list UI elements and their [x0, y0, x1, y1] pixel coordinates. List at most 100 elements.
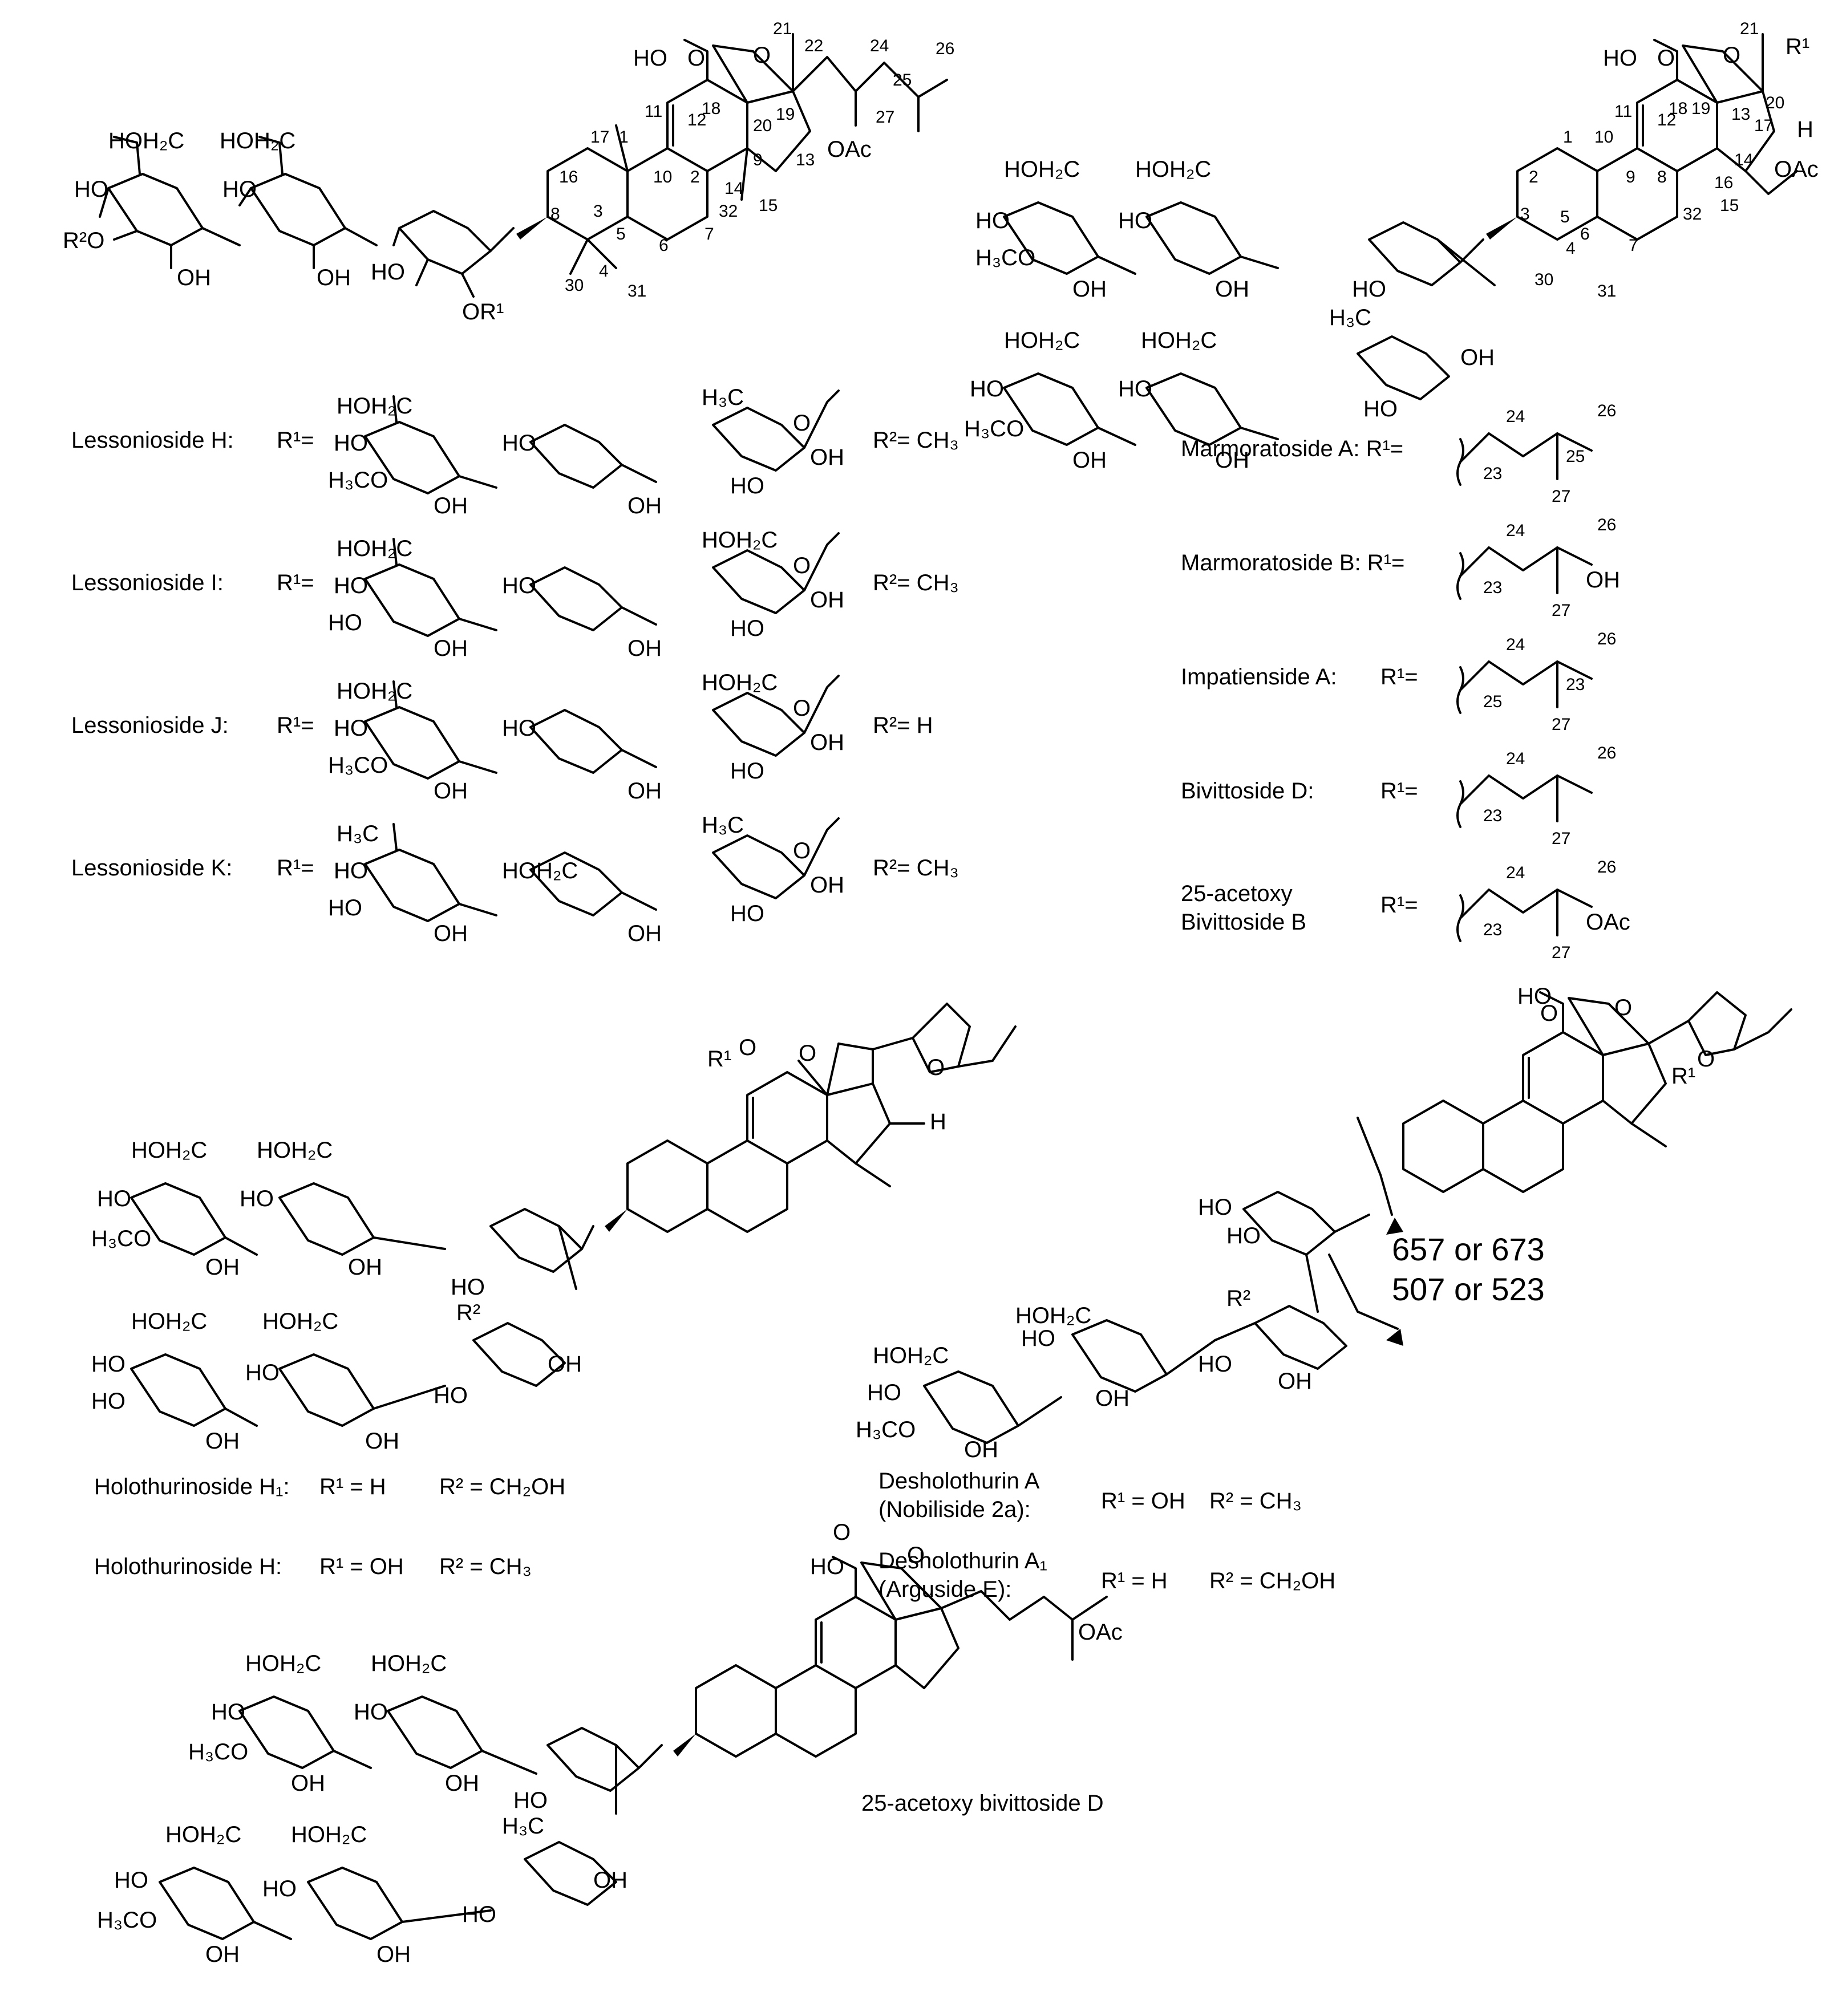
ho-label: HO	[1517, 984, 1552, 1009]
hoh2c-label: HOH₂C	[108, 128, 184, 153]
ho-label: HO	[975, 208, 1010, 233]
bond	[458, 618, 497, 631]
atom-number: 23	[1566, 675, 1585, 694]
atom-number: 32	[1683, 205, 1702, 224]
oac-label: OAc	[1078, 1620, 1123, 1645]
o-label: O	[1540, 1001, 1558, 1026]
bond	[364, 849, 460, 922]
substituent-label: HOH₂C	[702, 528, 778, 553]
atom-number: 2	[1529, 168, 1539, 186]
atom-number: 26	[1597, 858, 1616, 877]
atom-number: 24	[1506, 521, 1525, 540]
h3c-label: H₃C	[1329, 305, 1371, 330]
atom-number: 27	[876, 108, 894, 127]
o-label: O	[687, 46, 705, 71]
substituent-label: HO	[502, 431, 536, 456]
atom-number: 22	[804, 36, 823, 55]
ho-label: HO	[730, 901, 764, 926]
atom-number: 8	[550, 205, 560, 224]
oh-label: OH	[964, 1437, 998, 1462]
structure-top-left: HO O O OAc HOH₂C HOH₂C HO HO R²O OH OH H…	[63, 19, 954, 324]
substituent-label: HOH₂C	[337, 679, 412, 704]
atom-number: 14	[724, 179, 743, 198]
ho-label: HO	[354, 1699, 388, 1725]
r2-label: R²= CH₃	[873, 428, 959, 453]
oh-label: OH	[1215, 277, 1249, 302]
ho-label: HO	[245, 1360, 280, 1385]
r1-value: R¹ = H	[319, 1474, 386, 1499]
atom-number: 18	[1669, 99, 1687, 118]
compound-name: Holothurinoside H:	[94, 1554, 282, 1579]
compound-name: Desholothurin A₁	[878, 1548, 1047, 1573]
ho-label: HO	[1198, 1195, 1232, 1220]
hoh2c-label: HOH₂C	[1004, 328, 1080, 353]
oh-label: OH	[291, 1771, 325, 1796]
lessonioside-row: Lessonioside J:R¹=HOH₂CHOH₃COOHHOOHHOH₂C…	[71, 670, 933, 804]
oh-label: OH	[810, 445, 844, 470]
oh-label: OH	[627, 778, 662, 804]
atom-number: 27	[1552, 487, 1570, 506]
atom-number: 7	[705, 225, 714, 244]
o-label: O	[793, 838, 811, 863]
bond	[1459, 432, 1593, 463]
atom-number: 13	[796, 151, 815, 169]
oh-label: OH	[627, 921, 662, 946]
h-label: H	[930, 1109, 946, 1134]
substituent-label: H₃C	[702, 385, 744, 410]
substituent-label: H₃CO	[328, 753, 388, 778]
atom-number: 15	[1720, 196, 1739, 215]
substituent-label: HO	[328, 895, 362, 920]
lessonioside-list: Lessonioside H:R¹=HOH₂CHOH₃COOHHOOHH₃CHO…	[71, 385, 959, 946]
compound-name: Lessonioside J:	[71, 713, 229, 738]
bond	[803, 817, 840, 877]
atom-number: 4	[599, 262, 609, 281]
substituent-label: H₃CO	[328, 468, 388, 493]
bond	[712, 407, 805, 472]
substituent-label: HOH₂C	[702, 670, 778, 695]
bond	[529, 424, 623, 489]
substituent-label: HO	[328, 610, 362, 635]
lessonioside-row: Lessonioside I:R¹=HOH₂CHOHOOHHOOHHOH₂CHO…	[71, 528, 959, 661]
oh-label: OH	[1278, 1369, 1312, 1394]
atom-number: 24	[1506, 863, 1525, 882]
atom-number: 17	[590, 128, 609, 147]
structure-holothurinoside: R¹ O O O H HOH₂C HOH₂C HO HO H₃CO OH OH …	[91, 1003, 1017, 1454]
ho-label: HO	[1363, 396, 1398, 421]
r1-label: R¹=	[277, 855, 314, 881]
atom-number: 18	[702, 99, 720, 118]
bond	[458, 903, 497, 916]
compound-name: 25-acetoxy	[1181, 881, 1293, 906]
hoh2c-label: HOH₂C	[873, 1343, 949, 1368]
bond	[1459, 660, 1593, 691]
ho-label: HO	[1198, 1352, 1232, 1377]
bond	[458, 760, 497, 774]
h3co-label: H₃CO	[188, 1739, 248, 1764]
atom-number: 11	[1614, 102, 1632, 121]
o-label: O	[1657, 46, 1675, 71]
substituent-label: HO	[334, 858, 368, 883]
r2-value: R² = CH₂OH	[1209, 1568, 1335, 1593]
or1-label: OR¹	[462, 299, 504, 324]
oh-label: OH	[365, 1429, 399, 1454]
atom-number: 23	[1483, 578, 1502, 597]
atom-number: 16	[1714, 173, 1733, 192]
compound-name: Desholothurin A	[878, 1469, 1040, 1494]
o-label: O	[793, 411, 811, 436]
atom-number: 4	[1566, 239, 1576, 258]
o-label: O	[1697, 1046, 1715, 1072]
hoh2c-label: HOH₂C	[257, 1138, 333, 1163]
bond	[1459, 774, 1593, 805]
structure-top-right: HO O O R¹ H OAc HOH₂C HOH₂C HO HO H₃CO O…	[964, 19, 1819, 473]
hoh2c-label: HOH₂C	[262, 1309, 338, 1334]
ho-label: HO	[371, 259, 405, 285]
atom-number: 12	[1657, 111, 1676, 129]
lessonioside-row: Lessonioside H:R¹=HOH₂CHOH₃COOHHOOHH₃CHO…	[71, 385, 959, 518]
o-label: O	[833, 1520, 851, 1545]
hoh2c-label: HOH₂C	[1141, 328, 1217, 353]
atom-number: 23	[1483, 920, 1502, 939]
oh-label: OH	[1215, 448, 1249, 473]
